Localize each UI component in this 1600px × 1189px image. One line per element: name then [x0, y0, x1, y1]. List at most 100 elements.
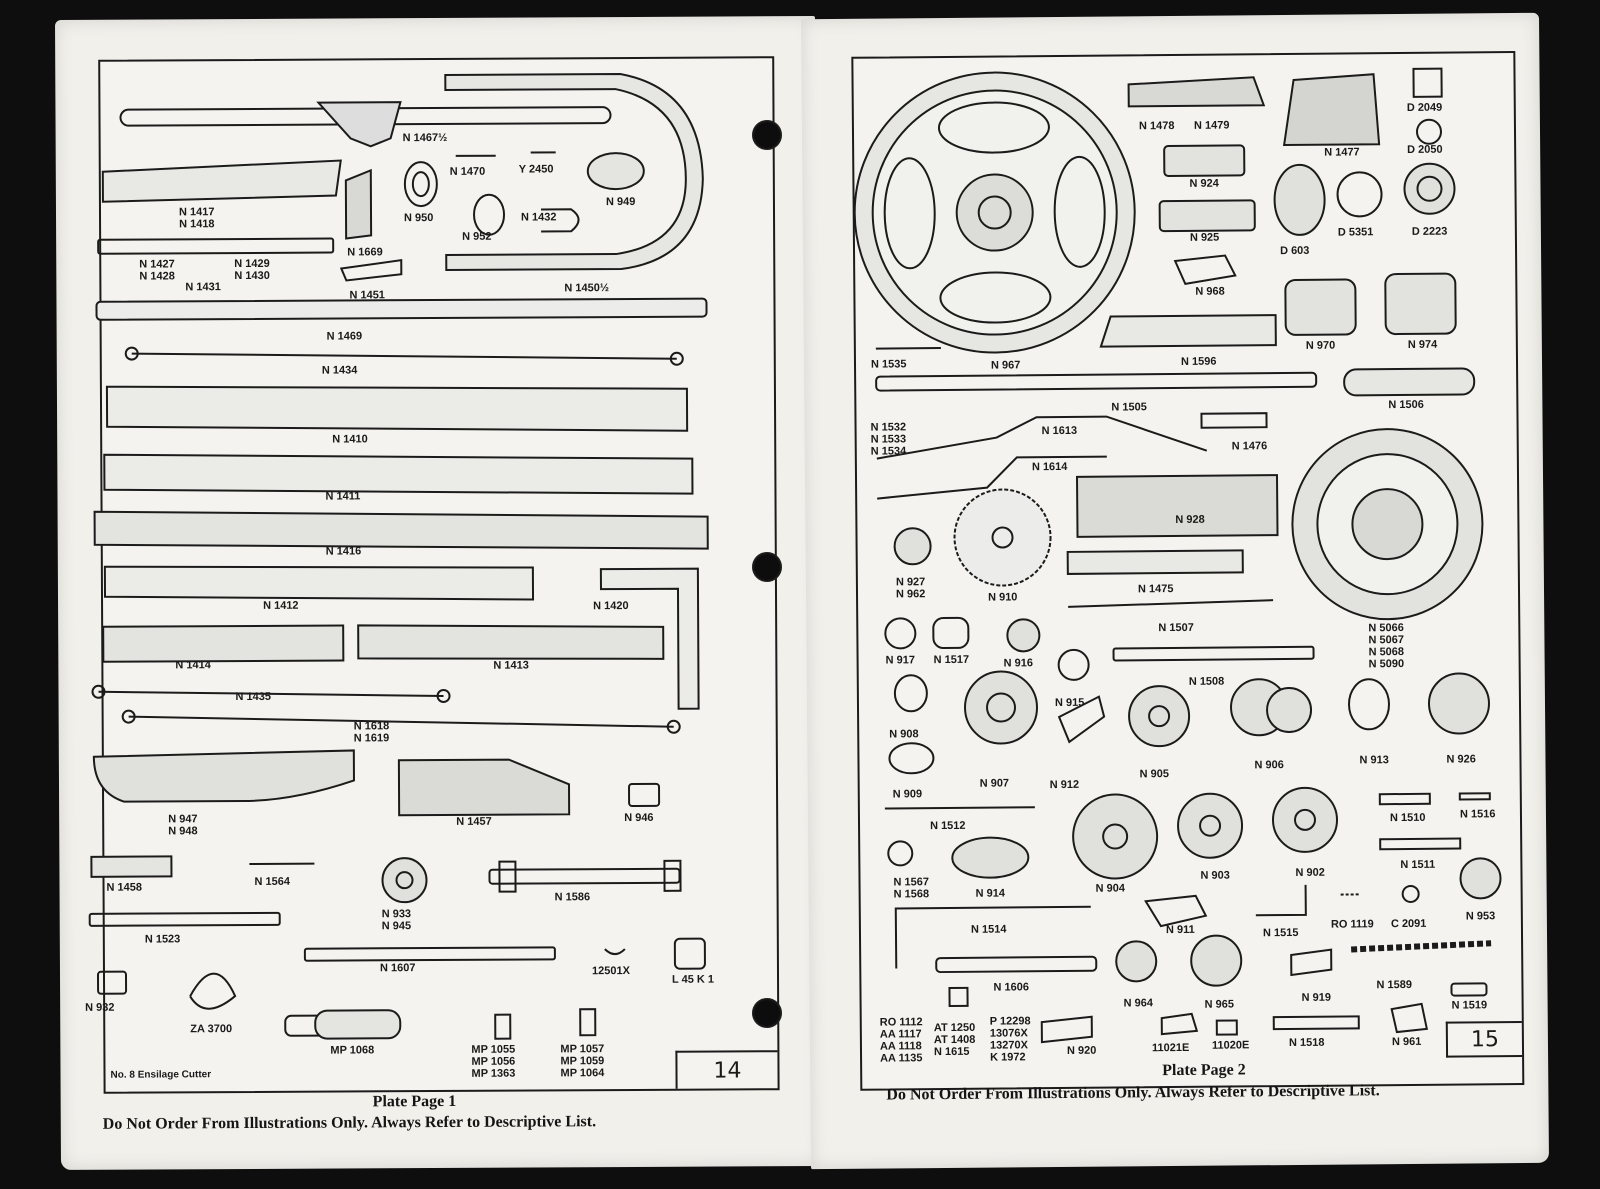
part-label: N 1479 [1193, 119, 1230, 132]
part-label: N 946 [624, 811, 654, 825]
part-label: N 950 [404, 212, 434, 225]
part-label: N 1510 [1389, 811, 1426, 825]
part-label: RO 1112 AA 1117 AA 1118 AA 1135 [879, 1016, 923, 1065]
part-label: N 953 [1465, 910, 1496, 923]
right-page: N 1478 N 1479 N 1477 D 2049 D 2050 N 924… [800, 12, 1550, 1170]
part-label: N 928 [1175, 513, 1205, 526]
part-label: N 968 [1195, 285, 1225, 298]
part-label: N 1596 [1180, 355, 1217, 368]
part-label: N 1412 [263, 599, 299, 612]
part-label: N 1477 [1324, 146, 1360, 159]
part-label: D 603 [1279, 244, 1310, 258]
part-label: N 927 N 962 [895, 576, 926, 601]
part-label: N 965 [1204, 998, 1235, 1011]
part-label: N 1586 [554, 891, 591, 904]
part-label: N 1614 [1031, 460, 1068, 474]
binder-hole [752, 998, 782, 1028]
part-label: N 961 [1391, 1035, 1422, 1049]
part-label: N 1432 [521, 211, 557, 224]
part-label: N 1517 [933, 653, 970, 667]
part-label: N 967 [990, 359, 1021, 372]
part-label: N 906 [1254, 759, 1284, 772]
part-label: N 1431 [185, 281, 221, 294]
part-label: N 912 [1049, 778, 1080, 792]
part-label: N 1417 N 1418 [178, 206, 215, 231]
part-label: N 1523 [144, 933, 181, 946]
plate-title: Plate Page 2 [1162, 1061, 1246, 1080]
part-label: N 964 [1123, 997, 1154, 1010]
part-label: RO 1119 [1330, 918, 1374, 931]
part-label: N 974 [1407, 338, 1438, 351]
part-label: 11020E [1211, 1039, 1250, 1052]
part-label: N 970 [1305, 339, 1336, 352]
part-label: N 1458 [106, 881, 143, 894]
part-label: N 916 [1003, 657, 1034, 670]
right-plate-frame: N 1478 N 1479 N 1477 D 2049 D 2050 N 924… [851, 51, 1525, 1091]
part-label: N 1457 [456, 815, 492, 828]
part-label: N 1435 [235, 690, 272, 704]
part-label: N 908 [889, 728, 919, 741]
part-label: N 1478 [1138, 119, 1175, 133]
part-label: N 1606 [993, 981, 1029, 994]
instruction-note: Do Not Order From Illustrations Only. Al… [886, 1082, 1380, 1104]
page-number: 14 [675, 1050, 778, 1089]
part-label: N 920 [1066, 1044, 1097, 1057]
part-label: MP 1055 MP 1056 MP 1363 [471, 1043, 516, 1080]
part-label: N 1469 [326, 330, 363, 343]
part-label: D 2050 [1407, 143, 1443, 156]
part-label: N 1413 [493, 659, 529, 672]
part-label: N 1532 N 1533 N 1534 [870, 421, 907, 458]
part-label: Y 2450 [518, 163, 554, 176]
part-label: N 914 [975, 887, 1006, 900]
part-label: N 1429 N 1430 [234, 257, 270, 283]
part-label: MP 1057 MP 1059 MP 1064 [560, 1043, 605, 1080]
part-label: N 1514 [970, 923, 1007, 936]
part-label: N 949 [605, 195, 636, 209]
part-label: MP 1068 [330, 1044, 375, 1057]
part-label: N 1669 [347, 246, 383, 259]
part-label: N 1511 [1400, 858, 1436, 872]
part-label: N 1515 [1262, 926, 1299, 940]
part-label: D 2049 [1406, 101, 1443, 114]
part-label: N 905 [1139, 768, 1170, 781]
part-label: N 1589 [1376, 978, 1412, 992]
binder-hole [752, 120, 782, 150]
part-label: D 5351 [1337, 226, 1374, 239]
binder-hole [752, 552, 782, 582]
part-label: N 1564 [254, 875, 291, 888]
part-label: N 952 [462, 230, 492, 243]
part-label: N 915 [1054, 696, 1085, 710]
part-label: N 910 [987, 591, 1018, 604]
part-label: N 947 N 948 [168, 813, 198, 838]
instruction-note: Do Not Order From Illustrations Only. Al… [102, 1113, 597, 1133]
part-label: N 932 [85, 1001, 115, 1014]
part-label: N 1607 [379, 962, 416, 975]
part-label: 12501X [591, 965, 630, 978]
part-label: N 913 [1359, 754, 1389, 767]
part-label: N 1414 [175, 659, 211, 672]
footer-note: No. 8 Ensilage Cutter [110, 1069, 212, 1081]
part-label: N 1410 [332, 433, 368, 446]
left-parts-drawings [88, 73, 709, 1040]
part-label: N 909 [892, 788, 923, 801]
part-label: N 1535 [870, 358, 907, 371]
part-label: N 919 [1301, 991, 1331, 1004]
part-label: N 1470 [449, 165, 486, 178]
part-label: N 1507 [1158, 621, 1194, 635]
part-label: C 2091 [1390, 917, 1427, 931]
part-label: N 933 N 945 [381, 908, 412, 933]
part-label: N 903 [1200, 869, 1230, 882]
part-label: N 1516 [1459, 808, 1496, 821]
part-label: N 1411 [325, 490, 361, 503]
part-label: N 1420 [593, 600, 629, 613]
part-label: N 1512 [929, 819, 966, 833]
part-label: N 911 [1165, 923, 1195, 937]
part-label: N 917 [885, 654, 916, 667]
part-label: N 904 [1095, 882, 1126, 895]
part-label: N 1475 [1137, 583, 1174, 596]
part-label: D 2223 [1411, 225, 1448, 238]
left-plate-frame: N 1467½ N 1417 N 1418 N 1669 N 950 N 147… [85, 56, 780, 1094]
part-label: N 1567 N 1568 [893, 876, 930, 901]
part-label: 11021E [1151, 1041, 1190, 1055]
page-number: 15 [1445, 1020, 1523, 1058]
